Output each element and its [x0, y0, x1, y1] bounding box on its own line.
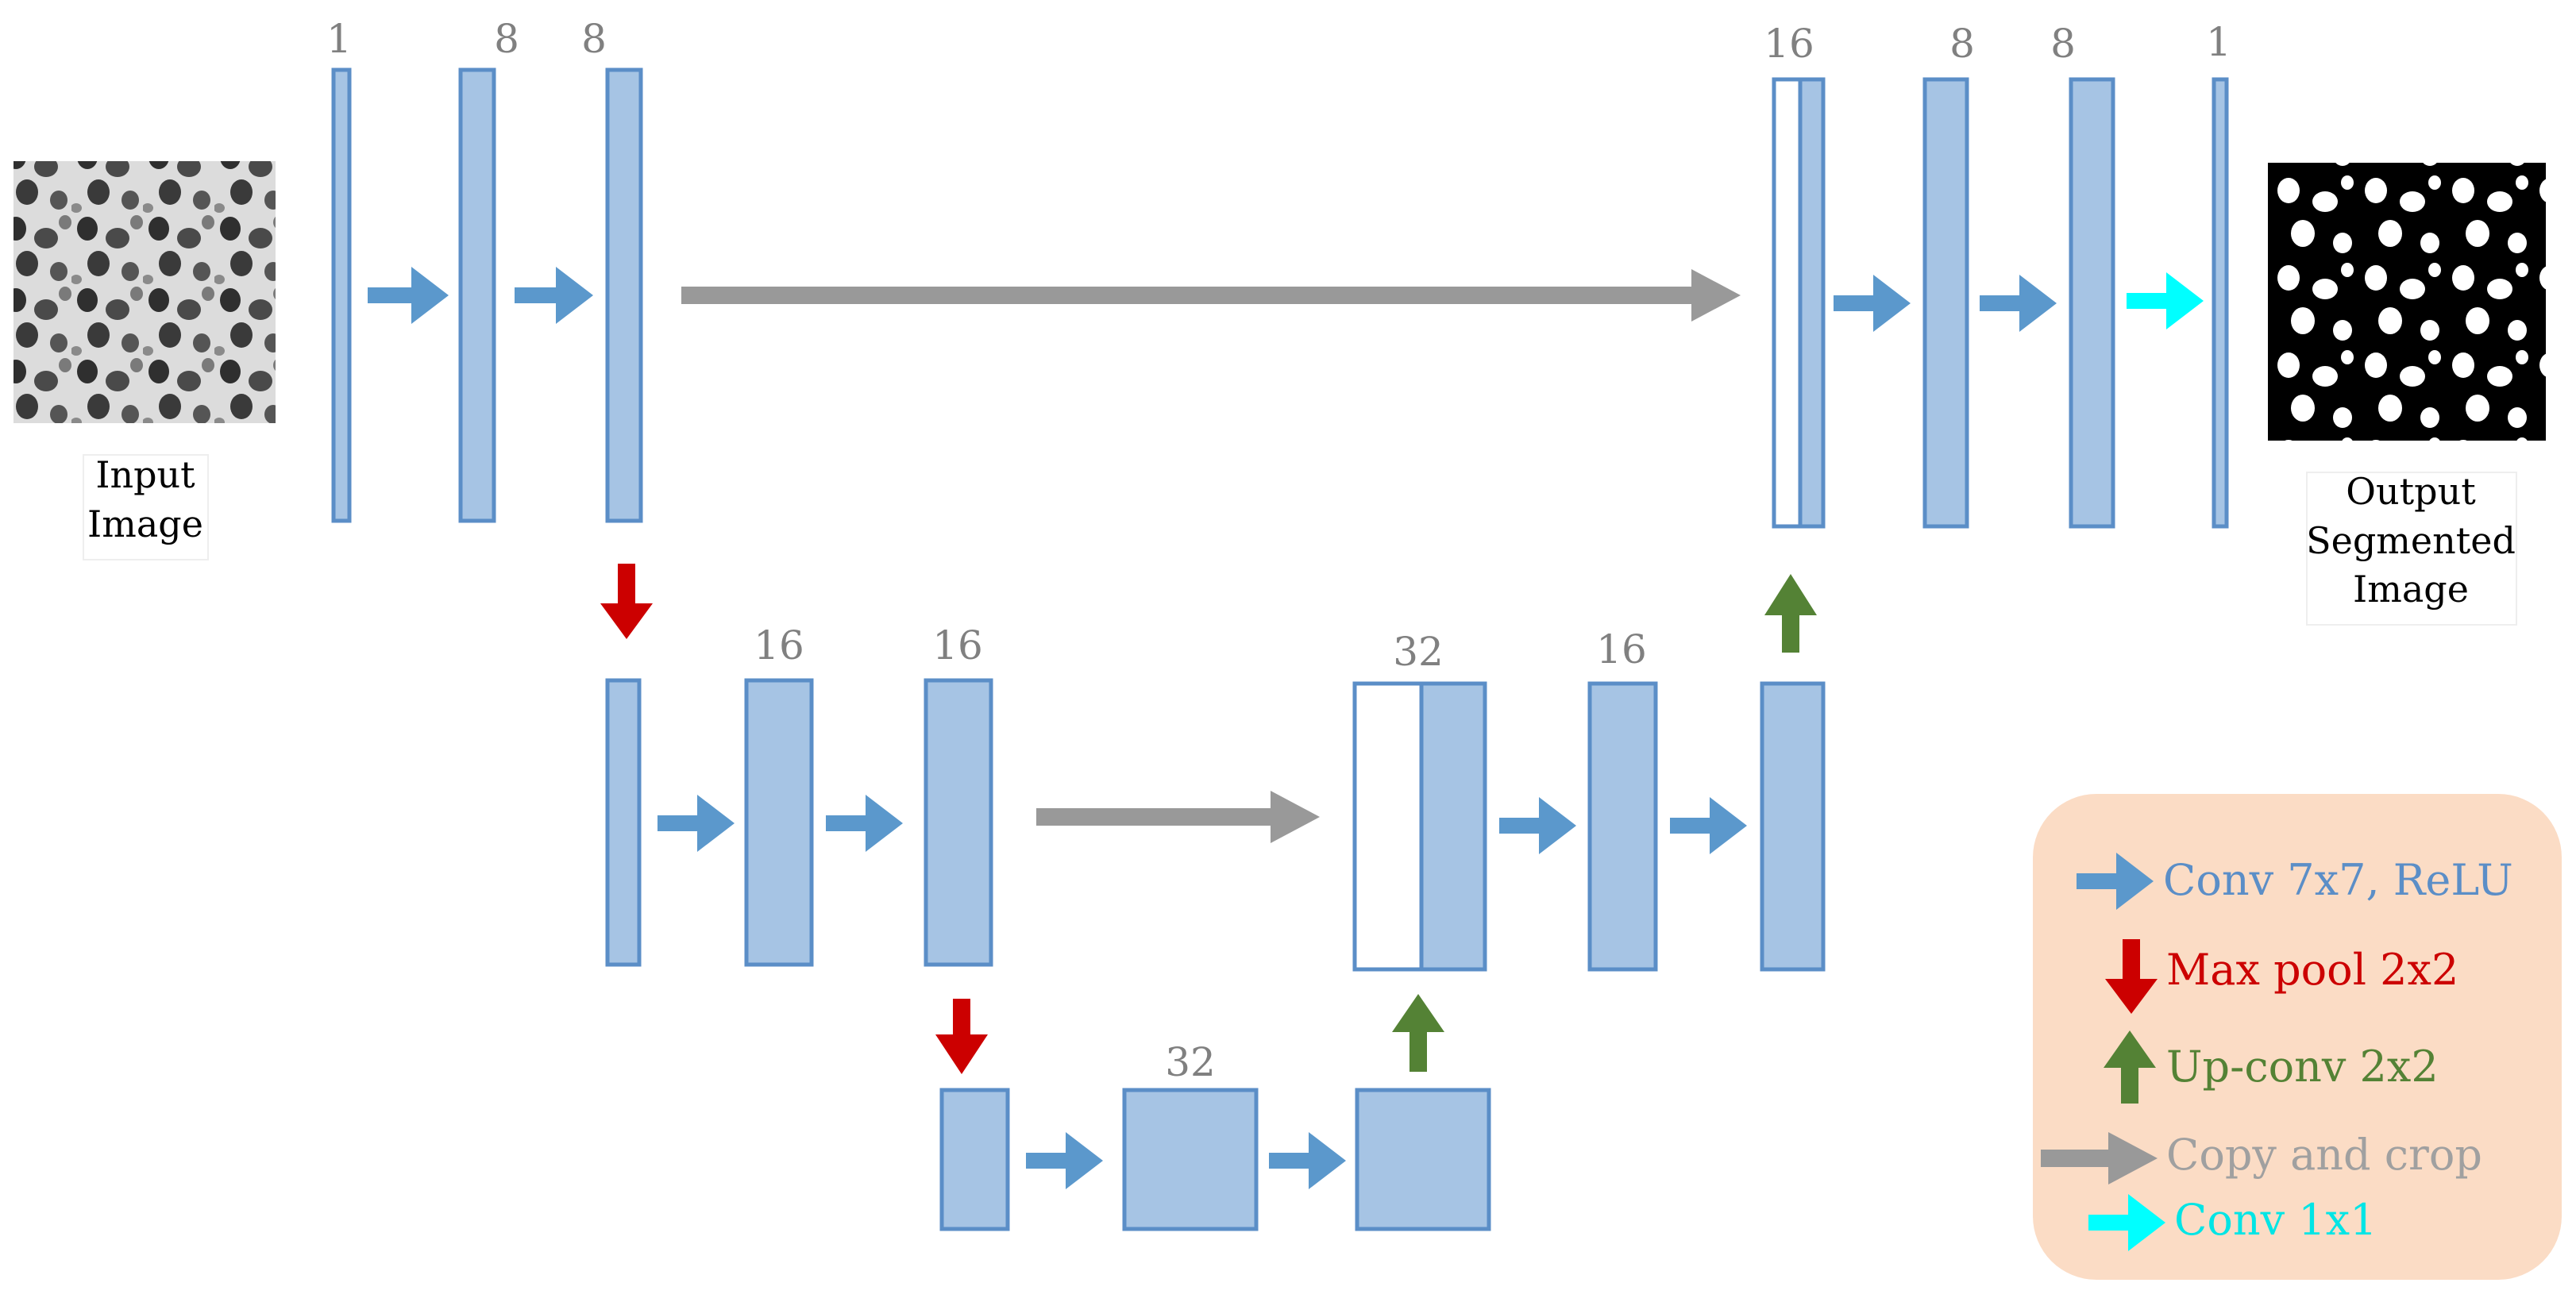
- enc1-block-2: [458, 67, 496, 523]
- legend: Conv 7x7, ReLU Max pool 2x2 Up-conv 2x2 …: [2033, 794, 2562, 1280]
- legend-conv-arrow: [2077, 853, 2154, 910]
- channel-label-dec2-b: 16: [1596, 626, 1647, 672]
- enc1-block-1: [331, 67, 352, 523]
- enc2-block-3: [924, 678, 993, 967]
- enc1-block-3: [605, 67, 643, 523]
- channel-label-enc2-a: 16: [754, 622, 804, 668]
- maxpool-arrow-1: [600, 564, 653, 639]
- conv-arrow: [1834, 275, 1911, 332]
- channel-label-dec1-a: 16: [1764, 21, 1814, 67]
- channel-label-dec1-b: 8: [1949, 21, 1975, 67]
- legend-pool-label: Max pool 2x2: [2166, 945, 2458, 995]
- dec2-upsampled-block: [1419, 681, 1487, 972]
- legend-copy-arrow: [2041, 1132, 2158, 1185]
- bottleneck-block-1: [939, 1088, 1010, 1231]
- copy-crop-arrow-level2: [1036, 791, 1320, 843]
- legend-copy-label: Copy and crop: [2166, 1130, 2482, 1180]
- input-image-caption-line2: Image: [87, 503, 203, 545]
- channel-label-bottleneck: 32: [1165, 1039, 1216, 1085]
- dec2-block-3: [1760, 681, 1826, 972]
- channel-label-dec1-d: 1: [2206, 19, 2231, 65]
- conv-arrow: [1499, 797, 1576, 854]
- legend-conv1x1-label: Conv 1x1: [2174, 1195, 2377, 1245]
- dec1-output-block: [2212, 77, 2229, 529]
- conv-arrow: [826, 795, 903, 852]
- dec1-block-2: [1922, 77, 1969, 529]
- conv-arrow: [1670, 797, 1747, 854]
- channel-label-enc1-b: 8: [494, 16, 519, 62]
- conv-arrow: [1026, 1132, 1103, 1189]
- upconv-arrow-2: [1764, 574, 1817, 653]
- output-image-caption-line2: Segmented: [2306, 519, 2516, 562]
- output-segmented-image: [2268, 163, 2546, 441]
- dec2-block-2: [1587, 681, 1658, 972]
- conv-arrow: [1269, 1132, 1346, 1189]
- enc2-block-2: [744, 678, 814, 967]
- legend-pool-arrow: [2105, 939, 2158, 1014]
- legend-conv1x1-arrow: [2088, 1194, 2165, 1251]
- output-image-caption-line1: Output: [2346, 470, 2476, 513]
- output-image-caption-box: [2306, 472, 2517, 626]
- bottleneck-block-2: [1122, 1088, 1259, 1231]
- channel-label-enc2-b: 16: [932, 622, 983, 668]
- input-image-caption-box: [83, 454, 209, 560]
- bottleneck-block-3: [1355, 1088, 1491, 1231]
- channel-label-dec2-a: 32: [1393, 629, 1444, 675]
- enc2-block-1: [605, 678, 642, 967]
- legend-upconv-arrow: [2104, 1030, 2156, 1104]
- legend-background: [2033, 794, 2562, 1280]
- input-image: [13, 161, 276, 423]
- legend-upconv-label: Up-conv 2x2: [2166, 1042, 2439, 1092]
- maxpool-arrow-2: [935, 999, 988, 1074]
- channel-label-dec1-c: 8: [2050, 21, 2076, 67]
- channel-label-enc1-c: 8: [581, 16, 607, 62]
- copy-crop-arrow-level1: [681, 269, 1741, 322]
- output-image-caption-line3: Image: [2353, 568, 2469, 611]
- dec1-copied-block: [1772, 77, 1803, 529]
- legend-conv-label: Conv 7x7, ReLU: [2163, 855, 2513, 905]
- input-image-caption-line1: Input: [95, 453, 195, 496]
- upconv-arrow-1: [1392, 994, 1444, 1072]
- conv-arrow: [368, 267, 449, 324]
- channel-label-enc1-a: 1: [326, 16, 352, 62]
- dec2-copied-block: [1352, 681, 1424, 972]
- conv1x1-arrow: [2127, 272, 2204, 329]
- conv-arrow: [515, 267, 593, 324]
- conv-arrow: [657, 795, 735, 852]
- dec1-block-3: [2069, 77, 2115, 529]
- conv-arrow: [1980, 275, 2057, 332]
- dec1-upsampled-block: [1798, 77, 1826, 529]
